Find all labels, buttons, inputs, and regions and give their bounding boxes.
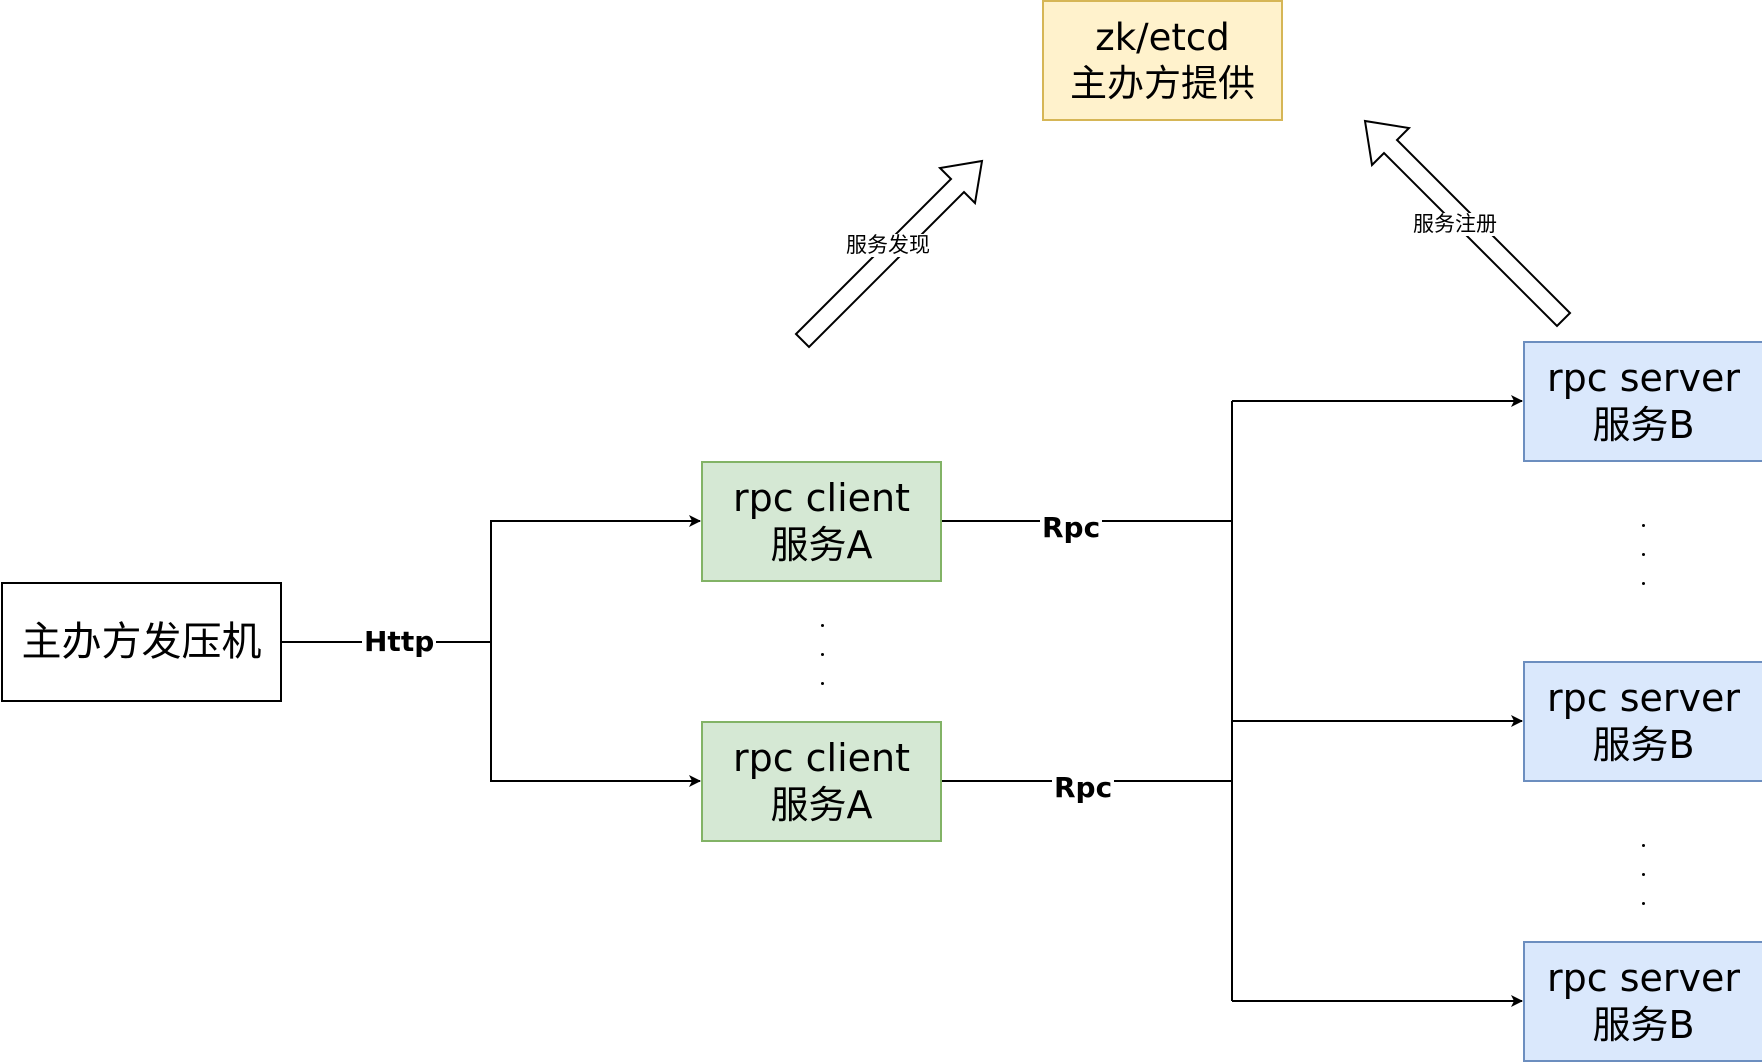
service-discovery-label: 服务发现 (845, 233, 931, 257)
server-subtitle: 服务B (1592, 402, 1695, 447)
registry-node: zk/etcd 主办方提供 (1042, 0, 1283, 121)
server-subtitle: 服务B (1592, 722, 1695, 767)
client-title: rpc client (732, 476, 911, 521)
rpc-server-node: rpc server 服务B (1523, 941, 1762, 1062)
server-ellipsis (1642, 524, 1648, 611)
client-subtitle: 服务A (770, 782, 873, 827)
service-registration-label: 服务注册 (1412, 212, 1498, 236)
client-ellipsis (821, 624, 827, 711)
load-generator-label: 主办方发压机 (21, 618, 262, 665)
load-generator-node: 主办方发压机 (1, 582, 282, 702)
registry-subtitle: 主办方提供 (1070, 61, 1255, 105)
rpc-edge-label: Rpc (1040, 511, 1103, 544)
registry-title: zk/etcd (1095, 16, 1230, 60)
rpc-client-node: rpc client 服务A (701, 721, 942, 842)
http-connector-top (282, 515, 701, 643)
server-title: rpc server (1546, 956, 1740, 1001)
server-title: rpc server (1546, 356, 1740, 401)
server-subtitle: 服务B (1592, 1002, 1695, 1047)
http-connector-bottom (490, 642, 701, 787)
server-ellipsis (1642, 844, 1648, 931)
http-edge-label: Http (362, 625, 437, 658)
server-title: rpc server (1546, 676, 1740, 721)
rpc-server-node: rpc server 服务B (1523, 661, 1762, 782)
client-title: rpc client (732, 736, 911, 781)
rpc-server-node: rpc server 服务B (1523, 341, 1762, 462)
rpc-edge-label: Rpc (1052, 771, 1115, 804)
client-subtitle: 服务A (770, 522, 873, 567)
rpc-client-node: rpc client 服务A (701, 461, 942, 582)
